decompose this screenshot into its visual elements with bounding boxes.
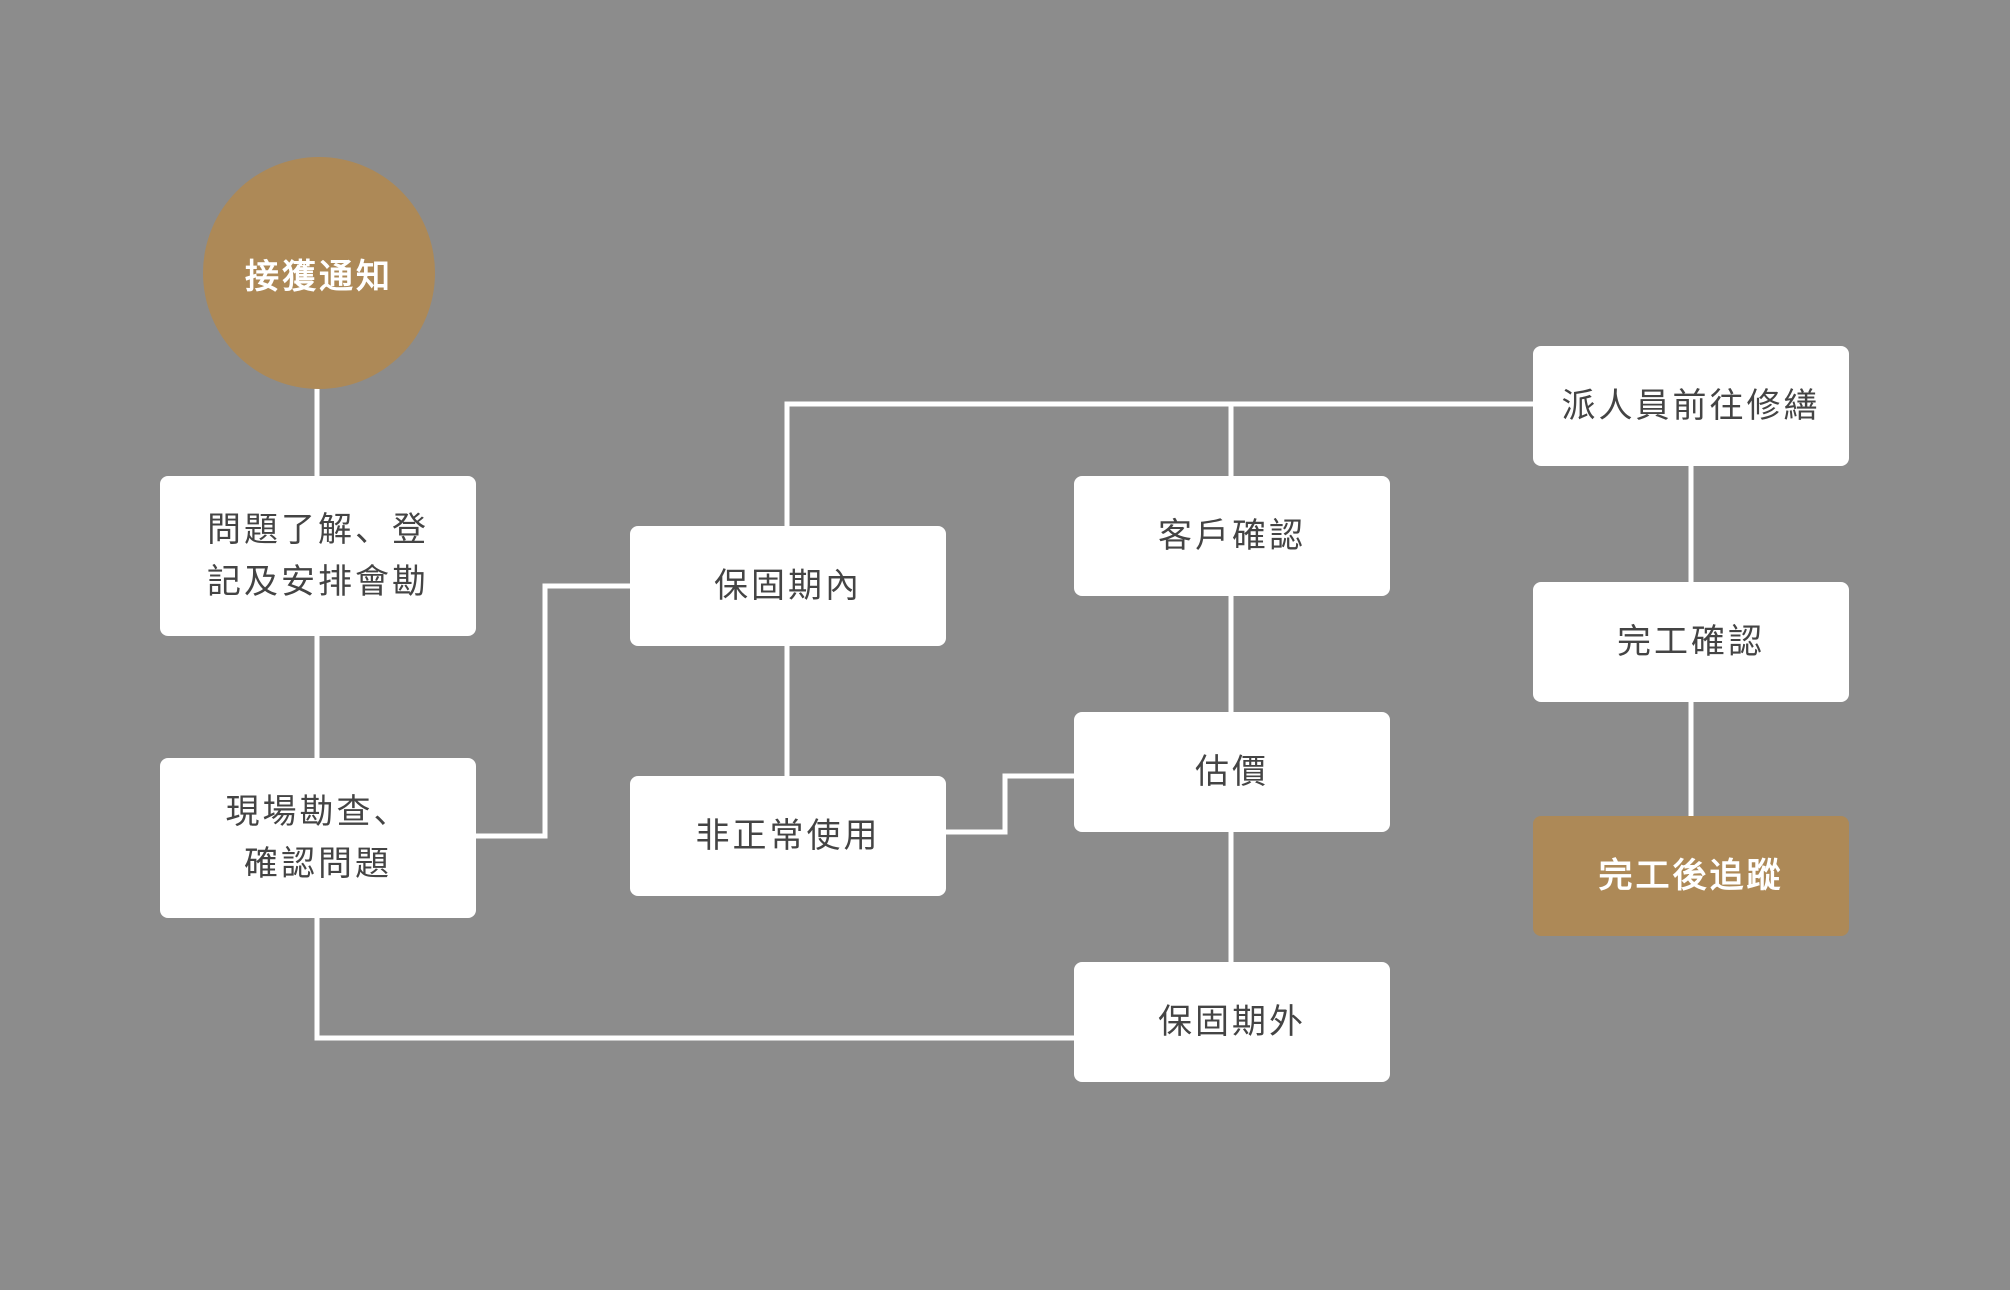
out-of-warranty-node-label: 保固期外 <box>1158 1002 1306 1042</box>
abnormal-use-node: 非正常使用 <box>630 776 946 896</box>
register-node-label-line2: 記及安排會勘 <box>207 562 429 602</box>
completion-confirm-node: 完工確認 <box>1533 582 1849 702</box>
out-of-warranty-node: 保固期外 <box>1074 962 1390 1082</box>
connector-inspect-to-in-warranty <box>473 583 633 839</box>
follow-up-node-label: 完工後追蹤 <box>1598 856 1784 896</box>
connector-inspect-to-out-of-warranty <box>314 915 1077 1041</box>
abnormal-use-node-label: 非正常使用 <box>695 816 881 856</box>
in-warranty-node: 保固期內 <box>630 526 946 646</box>
dispatch-node: 派人員前往修繕 <box>1533 346 1849 466</box>
in-warranty-node-label: 保固期內 <box>714 566 862 606</box>
inspect-node-label-line1: 現場勘查、 <box>225 792 411 832</box>
customer-confirm-node-label: 客戶確認 <box>1158 516 1306 556</box>
connector-abnormal-use-to-estimate <box>943 773 1077 835</box>
inspect-node: 現場勘查、 確認問題 <box>160 758 476 918</box>
connector-in-warranty-to-dispatch <box>784 401 1536 529</box>
dispatch-node-label: 派人員前往修繕 <box>1561 386 1821 426</box>
register-node-label-line1: 問題了解、登 <box>207 510 429 550</box>
follow-up-node: 完工後追蹤 <box>1533 816 1849 936</box>
start-node: 接獲通知 <box>203 157 435 389</box>
register-node: 問題了解、登 記及安排會勘 <box>160 476 476 636</box>
estimate-node: 估價 <box>1074 712 1390 832</box>
start-node-label: 接獲通知 <box>245 256 393 297</box>
customer-confirm-node: 客戶確認 <box>1074 476 1390 596</box>
completion-confirm-node-label: 完工確認 <box>1617 622 1765 662</box>
estimate-node-label: 估價 <box>1195 752 1269 792</box>
inspect-node-label-line2: 確認問題 <box>244 844 392 884</box>
